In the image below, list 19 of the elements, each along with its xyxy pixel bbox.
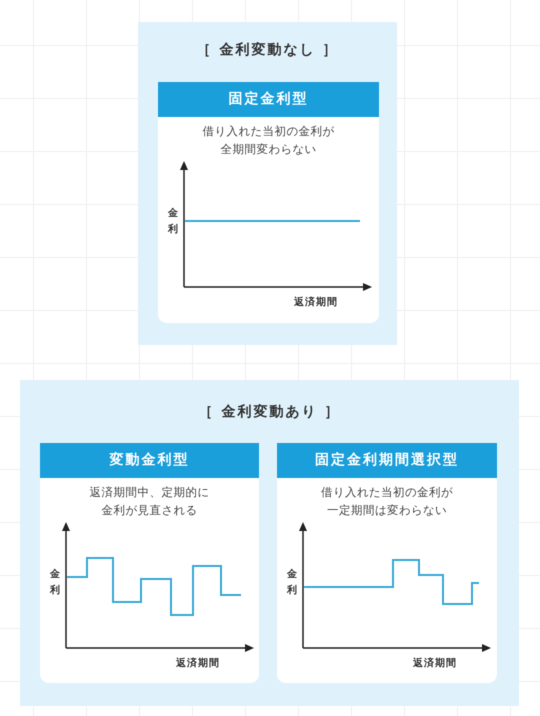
description-text: 借り入れた当初の金利が全期間変わらない	[202, 123, 336, 158]
axis-label: 金利	[50, 568, 60, 598]
card-header: 固定金利型	[158, 82, 379, 117]
section-panel	[20, 380, 519, 706]
section-heading: ［ 金利変動なし ］	[196, 40, 338, 60]
axis-label: 返済期間	[176, 657, 220, 670]
axis-label: 返済期間	[294, 296, 338, 309]
card-header: 固定金利期間選択型	[277, 443, 497, 478]
section-panel	[138, 22, 397, 345]
info-card	[40, 443, 259, 683]
section-heading: ［ 金利変動あり ］	[198, 402, 340, 422]
description-text: 返済期間中、定期的に金利が見直される	[88, 484, 210, 519]
axis-label: 返済期間	[413, 657, 457, 670]
axis-label: 金利	[168, 206, 178, 237]
info-card	[158, 82, 379, 323]
info-card	[277, 443, 497, 683]
card-header: 変動金利型	[40, 443, 259, 478]
description-text: 借り入れた当初の金利が一定期間は変わらない	[320, 484, 454, 519]
axis-label: 金利	[287, 568, 297, 598]
